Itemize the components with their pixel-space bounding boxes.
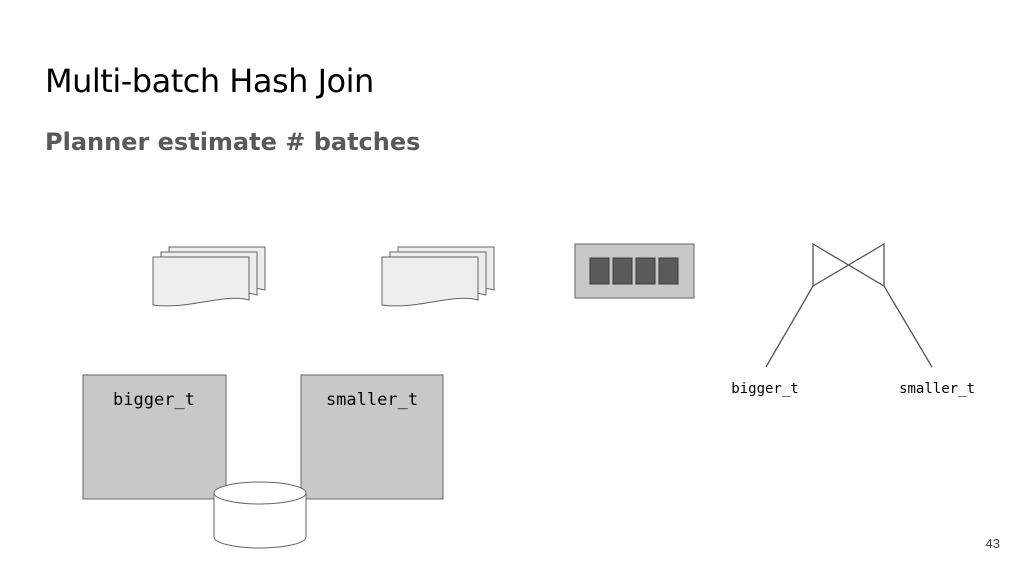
join-operator-icon [765,242,933,368]
slide-subtitle: Planner estimate # batches [45,128,421,156]
page-stack-left-icon [152,246,266,307]
bigger-table-box: bigger_t [82,374,227,500]
page-stack-right-icon [381,246,495,307]
smaller-table-box: smaller_t [300,374,444,500]
plan-leaf-right-label: smaller_t [899,381,975,397]
plan-leaf-left-label: bigger_t [731,381,798,397]
hash-table-memory-icon [574,243,695,299]
slide-number: 43 [985,536,1000,551]
bigger-table-label: bigger_t [113,390,195,410]
hash-bucket [658,257,679,285]
hash-bucket [589,257,610,285]
plan-edge-left [765,285,814,368]
hash-bucket [635,257,656,285]
slide-title: Multi-batch Hash Join [45,62,374,100]
plan-edge-right [883,285,933,368]
hash-bucket [612,257,633,285]
smaller-table-label: smaller_t [326,390,418,410]
disk-cylinder-icon [213,481,307,549]
